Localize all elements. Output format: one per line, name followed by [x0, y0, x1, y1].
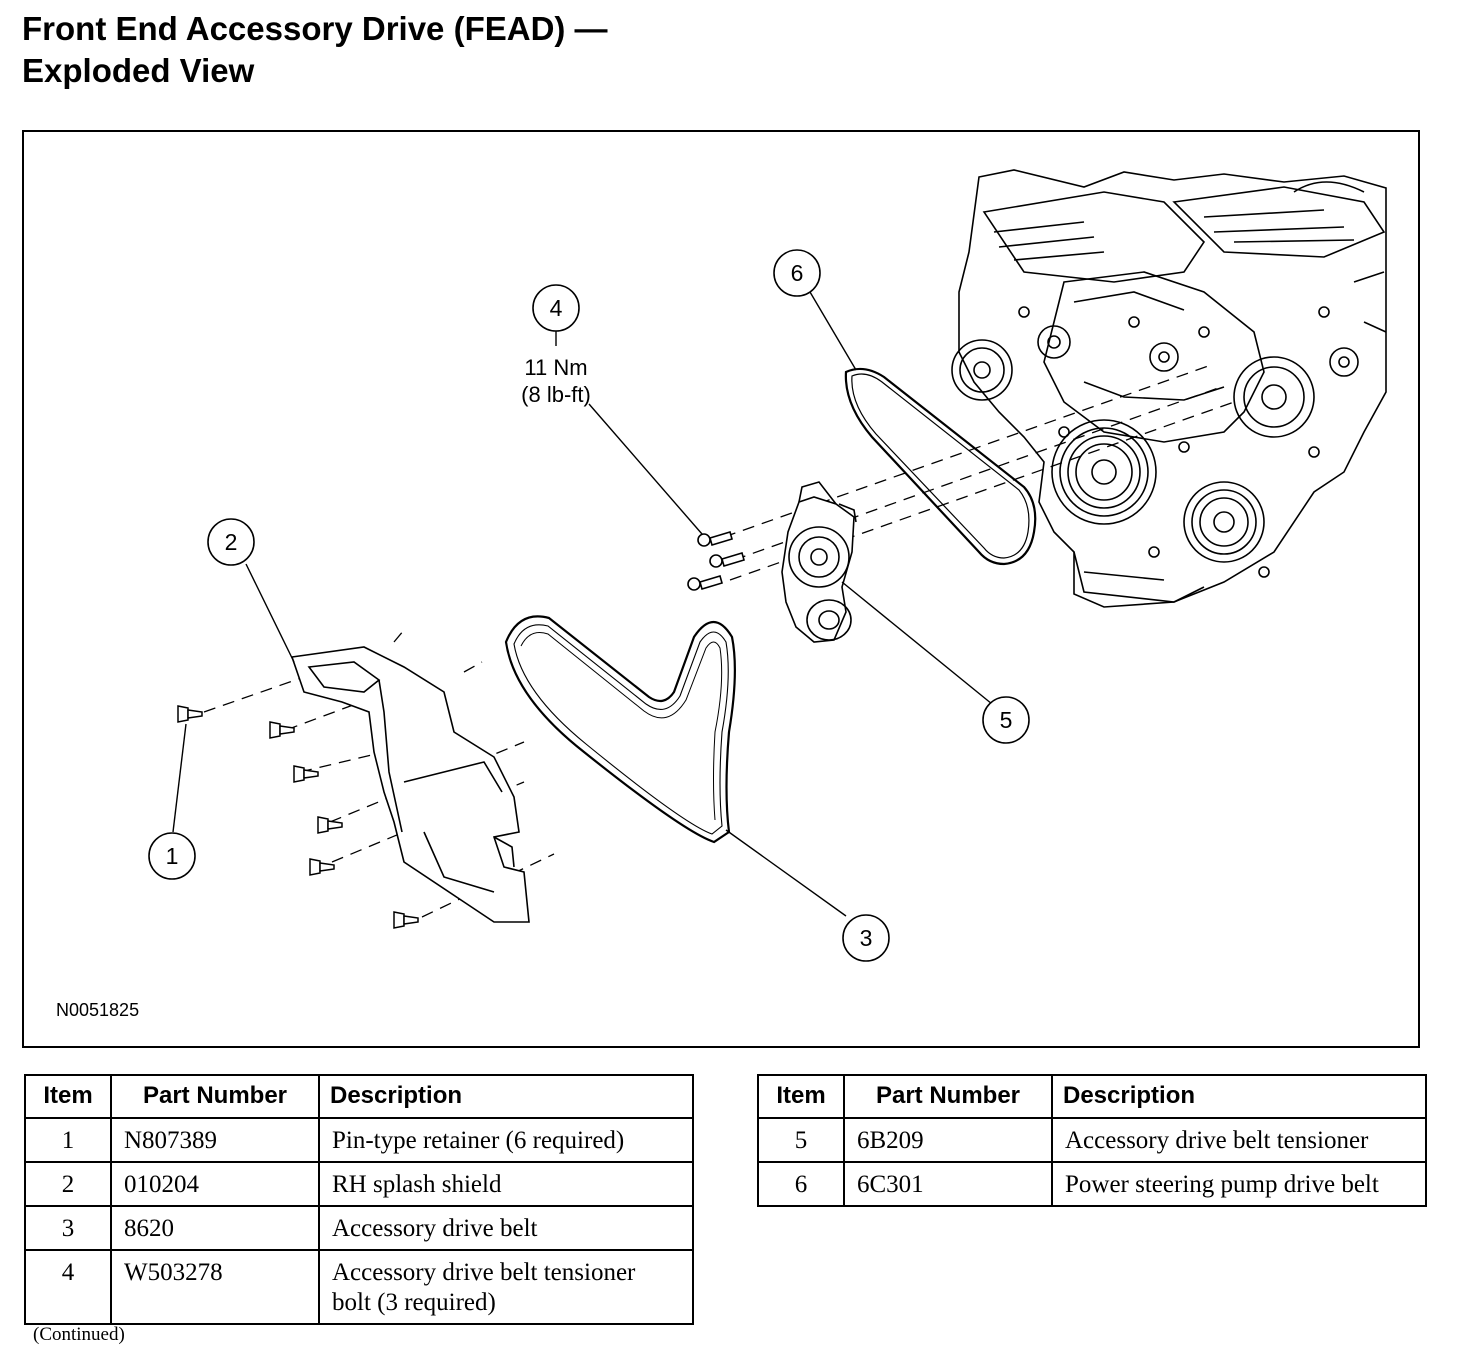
part-number-cell: 6B209 [843, 1117, 1053, 1163]
callout-6: 6 [773, 249, 821, 297]
callout-2: 2 [207, 518, 255, 566]
tensioner-bolts [687, 531, 745, 591]
pin-type-retainers [177, 705, 419, 929]
item-cell: 2 [24, 1161, 112, 1207]
column-header-description: Description [1051, 1074, 1427, 1119]
figure-id: N0051825 [56, 1000, 139, 1020]
svg-text:1: 1 [166, 843, 179, 869]
exploded-view-drawing: 1 2 3 4 5 6 11 Nm (8 lb-ft) N0051825 [56, 169, 1387, 1020]
table-header-row: Item Part Number Description [24, 1074, 694, 1119]
continued-note: (Continued) [33, 1324, 125, 1345]
accessory-drive-belt [504, 615, 736, 844]
page-title: Front End Accessory Drive (FEAD) — Explo… [22, 8, 608, 92]
callout-4: 4 [532, 284, 580, 332]
item-cell: 1 [24, 1117, 112, 1163]
svg-text:3: 3 [860, 925, 873, 951]
torque-spec-lbft: (8 lb-ft) [521, 382, 591, 407]
page-title-line-2: Exploded View [22, 52, 255, 89]
svg-text:6: 6 [791, 260, 804, 286]
accessory-drive-belt-tensioner [781, 481, 857, 643]
part-number-cell: 6C301 [843, 1161, 1053, 1207]
column-header-part-number: Part Number [110, 1074, 320, 1119]
page-title-line-1: Front End Accessory Drive (FEAD) — [22, 10, 608, 47]
table-row: 3 8620 Accessory drive belt [24, 1205, 694, 1251]
engine-illustration [951, 169, 1387, 608]
svg-text:5: 5 [1000, 707, 1013, 733]
part-number-cell: N807389 [110, 1117, 320, 1163]
item-cell: 5 [757, 1117, 845, 1163]
description-cell: Power steering pump drive belt [1051, 1161, 1427, 1207]
description-cell: Pin-type retainer (6 required) [318, 1117, 694, 1163]
table-row: 5 6B209 Accessory drive belt tensioner [757, 1117, 1427, 1163]
part-number-cell: 8620 [110, 1205, 320, 1251]
table-row: 4 W503278 Accessory drive belt tensioner… [24, 1249, 694, 1325]
table-row: 6 6C301 Power steering pump drive belt [757, 1161, 1427, 1207]
svg-text:2: 2 [225, 529, 238, 555]
parts-table-left: Item Part Number Description 1 N807389 P… [24, 1074, 694, 1325]
description-cell: Accessory drive belt tensioner [1051, 1117, 1427, 1163]
part-number-cell: 010204 [110, 1161, 320, 1207]
parts-table-right: Item Part Number Description 5 6B209 Acc… [757, 1074, 1427, 1207]
callout-5: 5 [982, 696, 1030, 744]
table-row: 1 N807389 Pin-type retainer (6 required) [24, 1117, 694, 1163]
description-cell: RH splash shield [318, 1161, 694, 1207]
torque-spec-nm: 11 Nm [524, 355, 587, 380]
part-number-cell: W503278 [110, 1249, 320, 1325]
leader-lines [172, 291, 993, 917]
item-cell: 3 [24, 1205, 112, 1251]
table-header-row: Item Part Number Description [757, 1074, 1427, 1119]
rh-splash-shield [290, 646, 530, 923]
column-header-description: Description [318, 1074, 694, 1119]
column-header-item: Item [757, 1074, 845, 1119]
table-row: 2 010204 RH splash shield [24, 1161, 694, 1207]
description-cell: Accessory drive belt tensioner bolt (3 r… [318, 1249, 694, 1325]
svg-text:4: 4 [550, 295, 563, 321]
callout-3: 3 [842, 914, 890, 962]
callout-1: 1 [148, 832, 196, 880]
exploded-view-figure: 1 2 3 4 5 6 11 Nm (8 lb-ft) N0051825 [22, 130, 1420, 1048]
description-cell: Accessory drive belt [318, 1205, 694, 1251]
column-header-item: Item [24, 1074, 112, 1119]
column-header-part-number: Part Number [843, 1074, 1053, 1119]
power-steering-pump-drive-belt [844, 367, 1037, 566]
projection-lines [203, 363, 1235, 918]
item-cell: 4 [24, 1249, 112, 1325]
item-cell: 6 [757, 1161, 845, 1207]
